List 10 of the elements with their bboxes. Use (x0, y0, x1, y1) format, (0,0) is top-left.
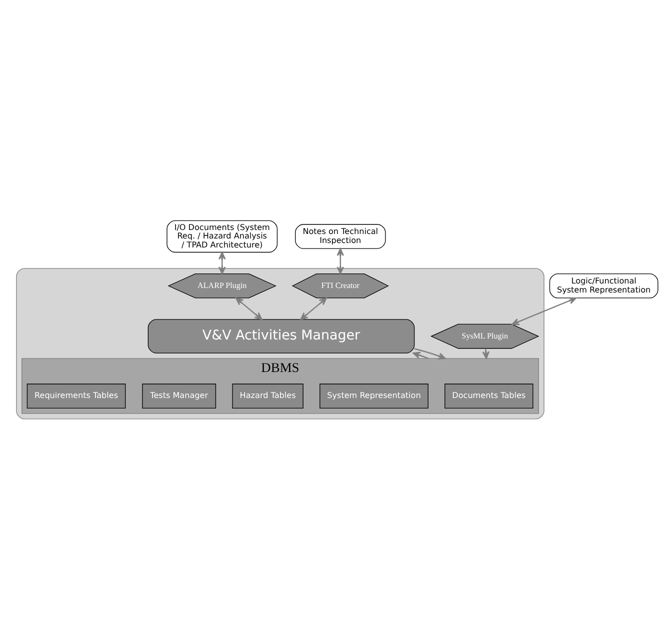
arrow (482, 348, 490, 359)
arrow (414, 348, 446, 360)
cluster (16, 268, 544, 419)
arrow (218, 251, 226, 274)
arrow (512, 296, 577, 325)
arrow (412, 351, 429, 359)
arrow (300, 297, 327, 320)
node-box: V&V Activities Manager (148, 318, 415, 353)
arrow (336, 248, 344, 274)
arrow (236, 297, 262, 320)
